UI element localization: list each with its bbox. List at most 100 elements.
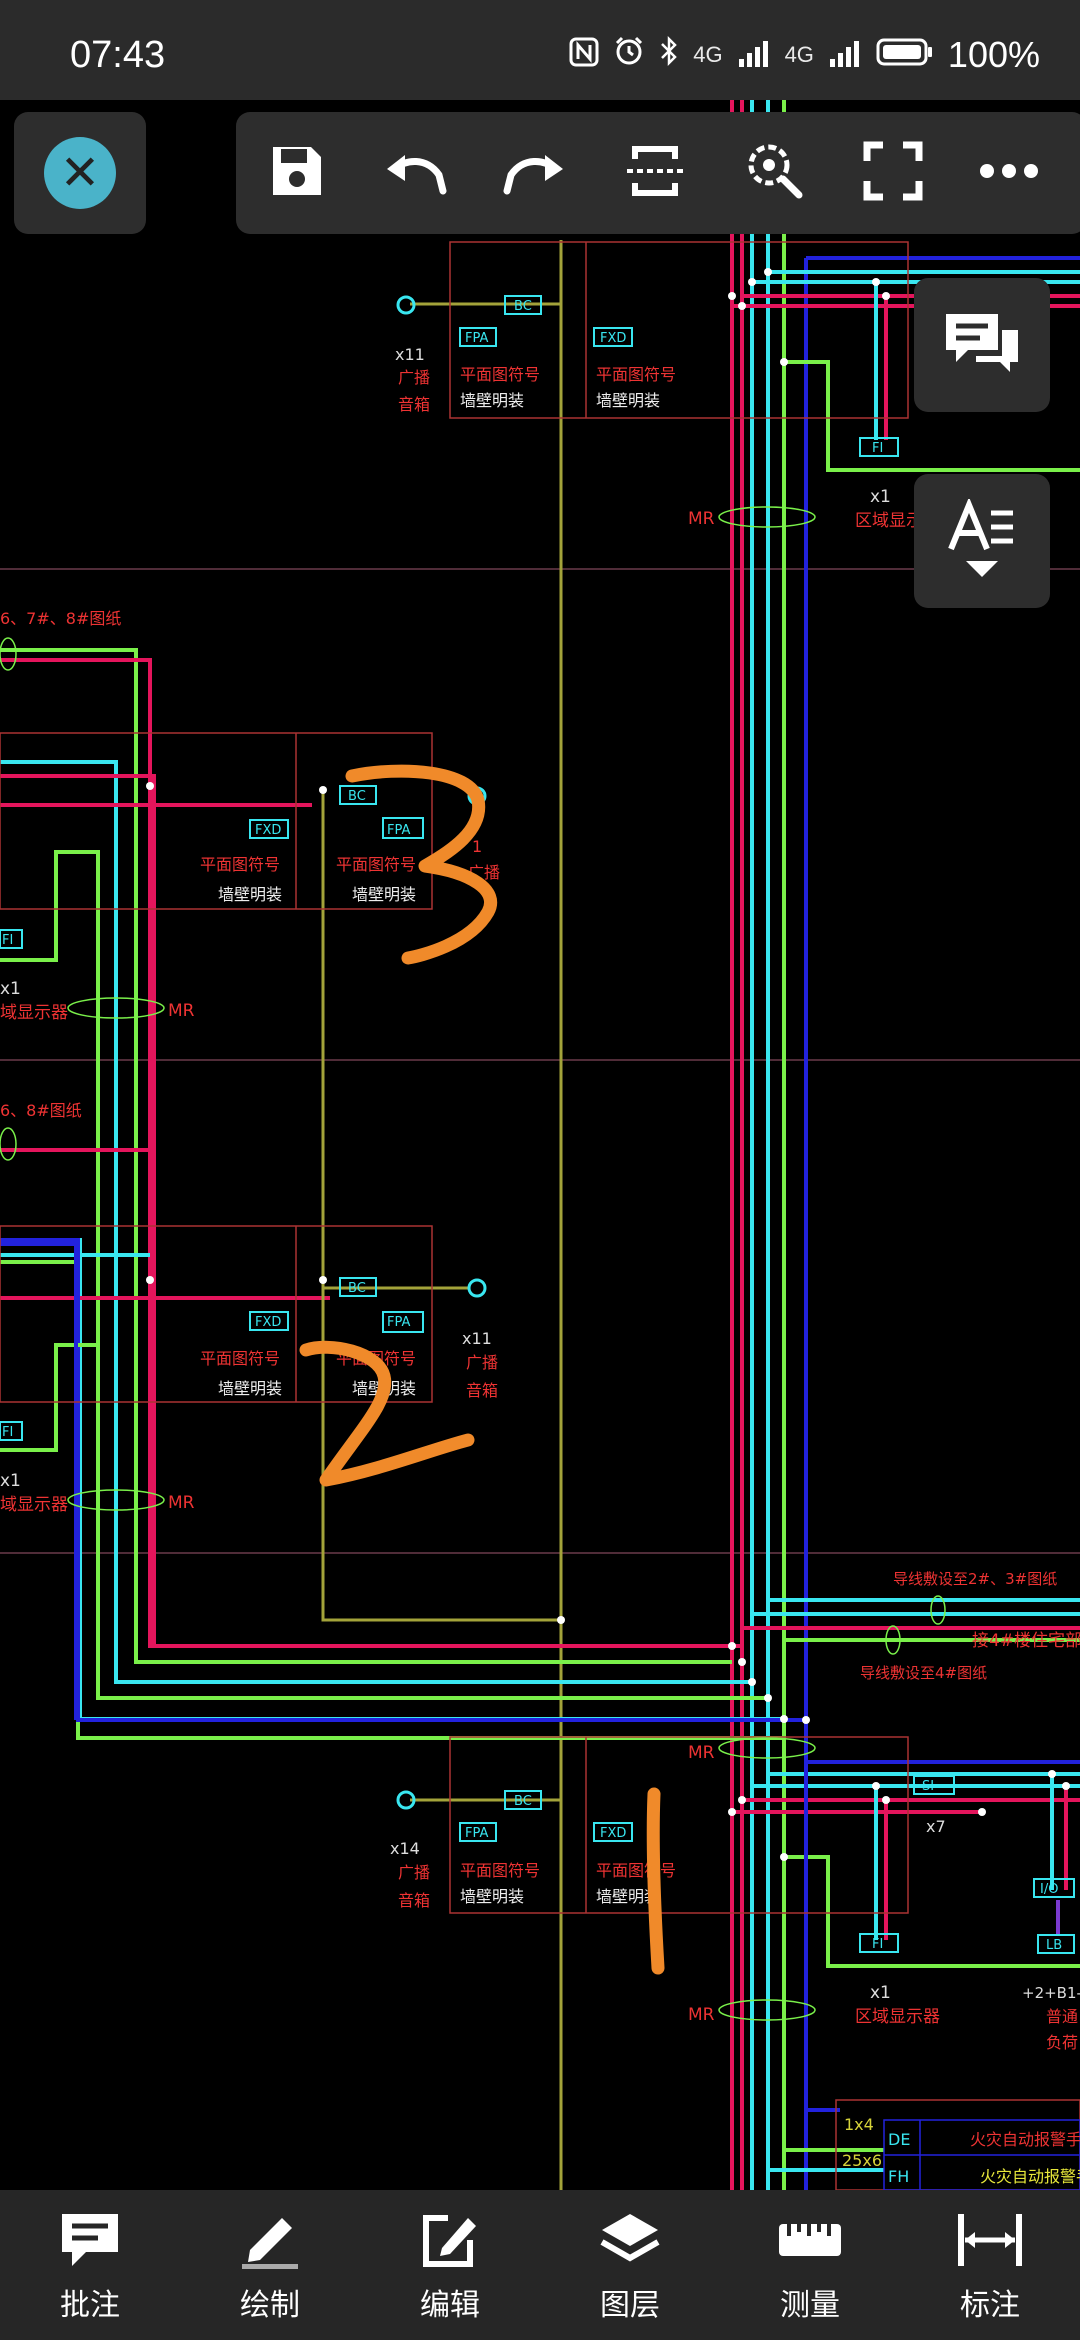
symbol-label: 平面图符号 [200, 1349, 280, 1368]
bottom-nav: 批注 绘制 编辑 图层 测量 标注 [0, 2190, 1080, 2340]
legend-desc: 火灾自动报警手报 [970, 2130, 1080, 2149]
qty-label: 1 [472, 837, 482, 856]
battery-percent: 100% [947, 34, 1040, 75]
edit-icon [418, 2210, 482, 2274]
bus-blue [804, 1722, 840, 2112]
wire-red [0, 658, 742, 1648]
alarm-icon [613, 34, 645, 76]
wire-blue [0, 1238, 78, 1720]
junction-dot [738, 1796, 746, 1804]
junction-dot [738, 1658, 746, 1666]
region-select-icon [623, 141, 687, 205]
symbol-label: 平面图符号 [460, 365, 540, 384]
nav-draw[interactable]: 绘制 [180, 2190, 360, 2340]
handwritten-annotations [299, 764, 665, 1975]
more-button[interactable] [966, 130, 1052, 216]
more-icon [977, 161, 1041, 185]
save-button[interactable] [254, 130, 340, 216]
junction-dot [146, 1276, 154, 1284]
layers-icon [598, 2210, 662, 2274]
mount-label: 墙壁明装 [460, 1887, 524, 1906]
mount-label: 墙壁明装 [460, 391, 524, 410]
fi-label: FI [872, 1937, 883, 1952]
legend-qty: 1x4 [844, 2115, 874, 2134]
dimension-icon [955, 2210, 1025, 2274]
fullscreen-button[interactable] [850, 130, 936, 216]
region-select-button[interactable] [612, 130, 698, 216]
junction-dot [872, 1782, 880, 1790]
nav-label: 编辑 [420, 2288, 480, 2323]
redo-icon [503, 141, 567, 205]
close-button[interactable]: ✕ [14, 112, 146, 234]
symbol-label: 平面图符号 [596, 365, 676, 384]
qty-label: x1 [0, 1471, 21, 1491]
block-3: 6、7#、8#图纸 FXD BC FPA 平面图符号 墙壁明装 平面图符号 墙壁… [0, 609, 500, 1023]
mount-label: 墙壁明装 [218, 1379, 282, 1398]
battery-icon [876, 34, 934, 76]
zoom-icon [743, 139, 807, 207]
comments-panel-button[interactable] [914, 278, 1050, 412]
junction-dot [557, 1616, 565, 1624]
fi-label: FI [872, 441, 883, 456]
mr-label: MR [688, 1743, 715, 1763]
undo-icon [383, 141, 447, 205]
block-top: BC FPA FXD x11 广播 音箱 平面图符号 墙壁明装 平面图符号 墙壁… [395, 241, 940, 531]
load-label: 普通 [1046, 2007, 1078, 2026]
qty-label: x1 [0, 979, 21, 999]
text-format-icon [947, 497, 1017, 559]
nav-measure[interactable]: 测量 [720, 2190, 900, 2340]
junction-dot [882, 1796, 890, 1804]
routing-note: 导线敷设至4#图纸 [860, 1664, 987, 1682]
legend-code: FH [888, 2167, 909, 2186]
qty-label: x7 [926, 1817, 946, 1836]
status-time: 07:43 [70, 34, 166, 76]
legend-qty: 25x6 [842, 2151, 882, 2170]
zoom-button[interactable] [732, 130, 818, 216]
mr-label: MR [688, 509, 715, 529]
device-label: 音箱 [398, 1891, 430, 1910]
nav-label: 绘制 [240, 2288, 300, 2323]
comment-icon [58, 2210, 122, 2274]
qty-label: x11 [462, 1329, 492, 1348]
wire-red [0, 774, 156, 1646]
nav-edit[interactable]: 编辑 [360, 2190, 540, 2340]
block-right-notes: 导线敷设至2#、3#图纸 接4#楼住宅部分 导线敷设至4#图纸 [860, 1570, 1080, 1682]
nav-layers[interactable]: 图层 [540, 2190, 720, 2340]
junction-dot [764, 1694, 772, 1702]
qty-label: x14 [390, 1839, 420, 1858]
nav-dimension[interactable]: 标注 [900, 2190, 1080, 2340]
cad-drawing-canvas[interactable]: BC FPA FXD x11 广播 音箱 平面图符号 墙壁明装 平面图符号 墙壁… [0, 100, 1080, 2190]
fpa-label: FPA [387, 823, 410, 838]
fi-label: FI [2, 933, 13, 948]
fpa-label: FPA [387, 1315, 410, 1330]
symbol-label: 平面图符号 [596, 1861, 676, 1880]
drawing-ref: 6、7#、8#图纸 [0, 609, 121, 628]
nav-label: 批注 [60, 2288, 120, 2323]
ruler-icon [775, 2210, 845, 2274]
bus-green [784, 360, 1080, 472]
bc-label: BC [514, 299, 532, 314]
nav-annotate[interactable]: 批注 [0, 2190, 180, 2340]
fpa-label: FPA [465, 1826, 488, 1841]
bluetooth-icon [659, 34, 679, 76]
redo-button[interactable] [492, 130, 578, 216]
network-type-1: 4G [693, 42, 723, 67]
status-bar: 07:43 4G 4G 100% [0, 0, 1080, 100]
undo-button[interactable] [372, 130, 458, 216]
fxd-label: FXD [600, 1826, 626, 1841]
symbol-label: 平面图符号 [336, 855, 416, 874]
bc-label: BC [348, 789, 366, 804]
fxd-label: FXD [255, 1315, 281, 1330]
wire-green [0, 850, 768, 1700]
junction-dot [802, 1716, 810, 1724]
text-style-button[interactable] [914, 474, 1050, 608]
junction-dot [882, 292, 890, 300]
fullscreen-icon [863, 141, 923, 205]
annotation-stroke-1 [646, 1787, 665, 1975]
signal-icon-2 [828, 34, 862, 76]
device-label: 域显示器 [0, 1003, 68, 1023]
mr-label: MR [168, 1001, 195, 1021]
nav-label: 图层 [600, 2288, 660, 2323]
junction-dot [748, 278, 756, 286]
junction-dot [764, 268, 772, 276]
